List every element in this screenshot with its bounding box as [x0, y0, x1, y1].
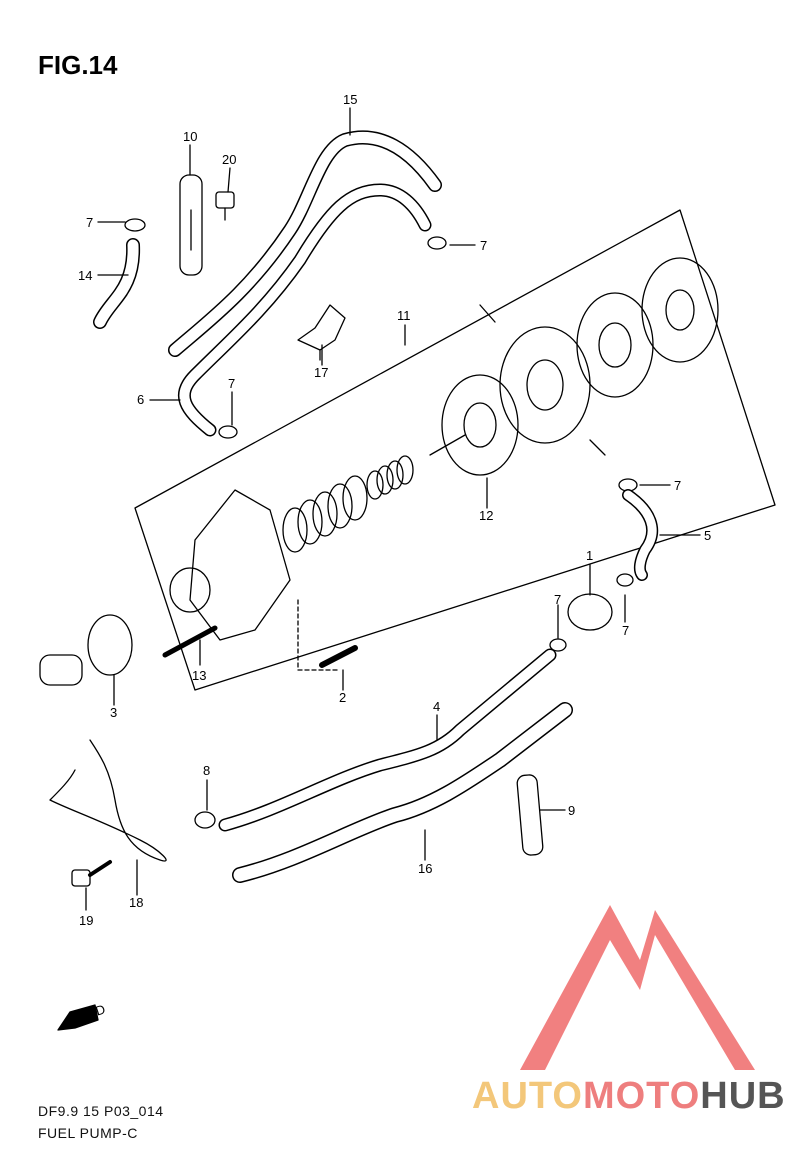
strap-9 — [516, 774, 544, 856]
callout-20: 20 — [222, 152, 236, 167]
wire-18 — [49, 739, 167, 862]
clamp-7-top-left — [124, 218, 146, 232]
fwd-arrow-icon — [57, 1004, 99, 1031]
callout-7-f: 7 — [622, 623, 629, 638]
bolt-20 — [215, 191, 235, 209]
callout-13: 13 — [192, 668, 206, 683]
callout-10: 10 — [183, 129, 197, 144]
strap-10 — [179, 174, 203, 276]
fuel-filter-1 — [567, 593, 613, 631]
clip-8 — [194, 811, 216, 829]
brand-part-auto: AUTO — [472, 1075, 583, 1117]
screw-13 — [162, 625, 218, 658]
callout-1: 1 — [586, 548, 593, 563]
clamp-7-hose6 — [218, 425, 238, 439]
pump-body-cover — [499, 326, 591, 444]
figure-title: FIG.14 — [38, 50, 118, 80]
brand-part-hub: HUB — [700, 1075, 786, 1117]
figure-code: DF9.9 15 P03_014 — [38, 1103, 164, 1119]
assembly-frame — [134, 209, 776, 691]
pump-plate-2 — [576, 292, 654, 398]
brand-part-moto: MOTO — [582, 1075, 701, 1117]
watermark-brand: AUTOMOTOHUB — [472, 1075, 786, 1118]
clamp-7-filter-left — [549, 638, 567, 652]
callout-2: 2 — [339, 690, 346, 705]
callout-16: 16 — [418, 861, 432, 876]
hose-4 — [218, 648, 557, 832]
watermark-logo — [520, 905, 755, 1070]
callout-8: 8 — [203, 763, 210, 778]
callout-7-b: 7 — [480, 238, 487, 253]
diaphragm-12 — [441, 374, 519, 476]
callout-18: 18 — [129, 895, 143, 910]
spring-small — [366, 455, 414, 500]
callout-7-e: 7 — [554, 592, 561, 607]
clamp-7-hose15 — [427, 236, 447, 250]
pump-housing — [189, 489, 291, 641]
figure-caption: FUEL PUMP-C — [38, 1125, 138, 1141]
o-ring-3 — [87, 614, 133, 676]
callout-9: 9 — [568, 803, 575, 818]
pump-plate-1 — [641, 257, 719, 363]
cap-3 — [39, 654, 83, 686]
callout-3: 3 — [110, 705, 117, 720]
spring-large — [282, 475, 368, 553]
callout-12: 12 — [479, 508, 493, 523]
callout-7-d: 7 — [674, 478, 681, 493]
bolt-19 — [71, 869, 91, 887]
callout-6: 6 — [137, 392, 144, 407]
callout-15: 15 — [343, 92, 357, 107]
callout-7-a: 7 — [86, 215, 93, 230]
hose-16 — [232, 702, 573, 883]
callout-5: 5 — [704, 528, 711, 543]
clamp-7-filter-right — [616, 573, 634, 587]
callout-14: 14 — [78, 268, 92, 283]
callout-11: 11 — [397, 308, 411, 323]
callout-19: 19 — [79, 913, 93, 928]
callout-4: 4 — [433, 699, 440, 714]
callout-17: 17 — [314, 365, 328, 380]
bolt-2 — [319, 645, 358, 668]
callout-7-c: 7 — [228, 376, 235, 391]
clip-17 — [297, 304, 346, 351]
